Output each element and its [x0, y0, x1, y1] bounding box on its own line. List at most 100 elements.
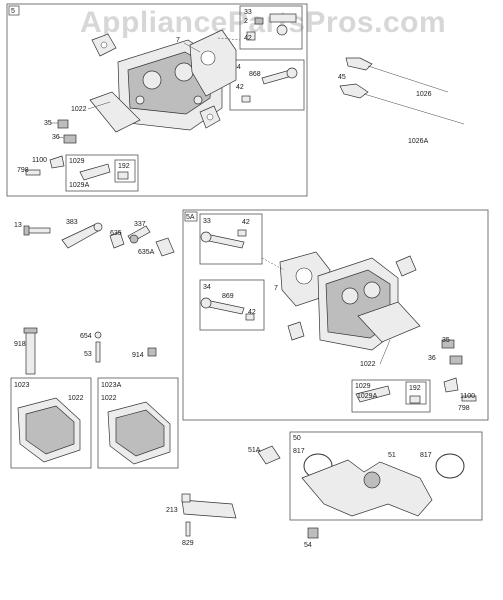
- group-33-bot-frame: [199, 213, 263, 265]
- label-5-36: 36: [52, 134, 60, 141]
- valve-parts-top: [241, 13, 298, 103]
- group-1023-frame: [10, 377, 92, 469]
- spring-parts-top: [25, 119, 129, 181]
- label-45: 45: [338, 74, 346, 81]
- label-5A-42b: 42: [248, 309, 256, 316]
- group-1029-top-frame: [65, 154, 139, 192]
- nut-914: [147, 347, 157, 357]
- group-50-frame: [289, 431, 483, 521]
- label-5A-36: 36: [428, 355, 436, 362]
- label-5A-42: 42: [242, 219, 250, 226]
- group-192-top-frame: [114, 159, 136, 183]
- spring-parts-bot: [355, 339, 477, 404]
- bracket-213: [181, 493, 237, 519]
- exhaust-manifold-51: [301, 459, 433, 517]
- dipstick-tube-918: [23, 327, 38, 375]
- group-1023-tag: 1023: [14, 382, 30, 389]
- group-33-top-frame: [239, 5, 303, 50]
- exhaust-gasket-51A: [257, 445, 281, 465]
- label-817-a: 817: [293, 448, 305, 455]
- valve-cover-1023A: [107, 401, 171, 465]
- group-1023A-frame: [97, 377, 179, 469]
- label-817-b: 817: [420, 452, 432, 459]
- label-1022-a: 1022: [68, 395, 84, 402]
- label-5-868: 868: [249, 71, 261, 78]
- bolt-13: [23, 225, 51, 236]
- intake-gasket-bot: [395, 255, 417, 277]
- intake-gasket-top: [91, 33, 117, 57]
- label-5-798: 798: [17, 167, 29, 174]
- group-34-top-tag: 34: [233, 64, 241, 71]
- spark-plug-337: [127, 225, 151, 244]
- label-914: 914: [132, 352, 144, 359]
- spark-plug-cap-635A: [155, 237, 175, 257]
- label-51A: 51A: [248, 447, 261, 454]
- label-5A-1029A: 1029A: [357, 393, 378, 400]
- label-5-2: 2: [244, 18, 248, 25]
- label-13: 13: [14, 222, 22, 229]
- pushrod-45: [345, 57, 449, 93]
- group-5-frame: [6, 3, 308, 197]
- label-383: 383: [66, 219, 78, 226]
- label-213: 213: [166, 507, 178, 514]
- label-5A-1022: 1022: [360, 361, 376, 368]
- group-34-bot-frame: [199, 279, 265, 331]
- label-1022-b: 1022: [101, 395, 117, 402]
- label-1026A: 1026A: [408, 138, 429, 145]
- clamp-817-right: [435, 453, 465, 479]
- label-5-7: 7: [176, 37, 180, 44]
- label-918: 918: [14, 341, 26, 348]
- label-5A-7: 7: [274, 285, 278, 292]
- group-192-bot-tag: 192: [409, 385, 421, 392]
- group-1029-bot-frame: [351, 379, 431, 413]
- group-33-top-tag: 33: [244, 9, 252, 16]
- breather-654: [94, 331, 102, 339]
- label-5A-35: 35: [442, 337, 450, 344]
- label-5-42: 42: [244, 35, 252, 42]
- head-gasket-top: [189, 29, 237, 97]
- group-5A-frame: [182, 209, 489, 421]
- group-1023A-tag: 1023A: [101, 382, 122, 389]
- valve-bot-33: [200, 229, 247, 249]
- group-5A-tag: 5A: [186, 214, 195, 221]
- group-50-tag: 50: [293, 435, 301, 442]
- group-1029-top-tag: 1029: [69, 158, 85, 165]
- label-5A-869: 869: [222, 293, 234, 300]
- label-337: 337: [134, 221, 146, 228]
- label-654: 654: [80, 333, 92, 340]
- group-1029-bot-tag: 1029: [355, 383, 371, 390]
- label-635: 635: [110, 230, 122, 237]
- spark-plug-boot-635: [109, 231, 125, 249]
- label-5-1022: 1022: [71, 106, 87, 113]
- valve-cover-gasket-bot: [357, 301, 421, 343]
- exhaust-gasket-bot: [287, 321, 305, 341]
- screw-829: [185, 521, 191, 537]
- exhaust-gasket-top: [199, 105, 221, 129]
- group-34-bot-tag: 34: [203, 284, 211, 291]
- label-5-35: 35: [44, 120, 52, 127]
- breather-tube-383: [61, 222, 103, 249]
- label-5-1029A: 1029A: [69, 182, 90, 189]
- screw-53: [95, 341, 101, 363]
- group-192-top-tag: 192: [118, 163, 130, 170]
- label-829: 829: [182, 540, 194, 547]
- label-5-42b: 42: [236, 84, 244, 91]
- label-54: 54: [304, 542, 312, 549]
- group-192-bot-frame: [405, 381, 427, 405]
- pushrod-1026: [339, 83, 465, 125]
- label-5A-798: 798: [458, 405, 470, 412]
- valve-bot-34: [200, 297, 255, 321]
- group-5-tag-box: [8, 5, 20, 16]
- label-5-1100: 1100: [32, 157, 47, 164]
- label-5A-1100: 1100: [460, 393, 475, 400]
- label-51: 51: [388, 452, 396, 459]
- group-33-bot-tag: 33: [203, 218, 211, 225]
- label-1026: 1026: [416, 91, 432, 98]
- group-5-tag: 5: [11, 8, 15, 15]
- label-53: 53: [84, 351, 92, 358]
- group-5A-tag-box: [184, 211, 198, 222]
- label-635A: 635A: [138, 249, 155, 256]
- valve-cover-1023: [17, 397, 81, 463]
- group-34-top-frame: [229, 59, 305, 111]
